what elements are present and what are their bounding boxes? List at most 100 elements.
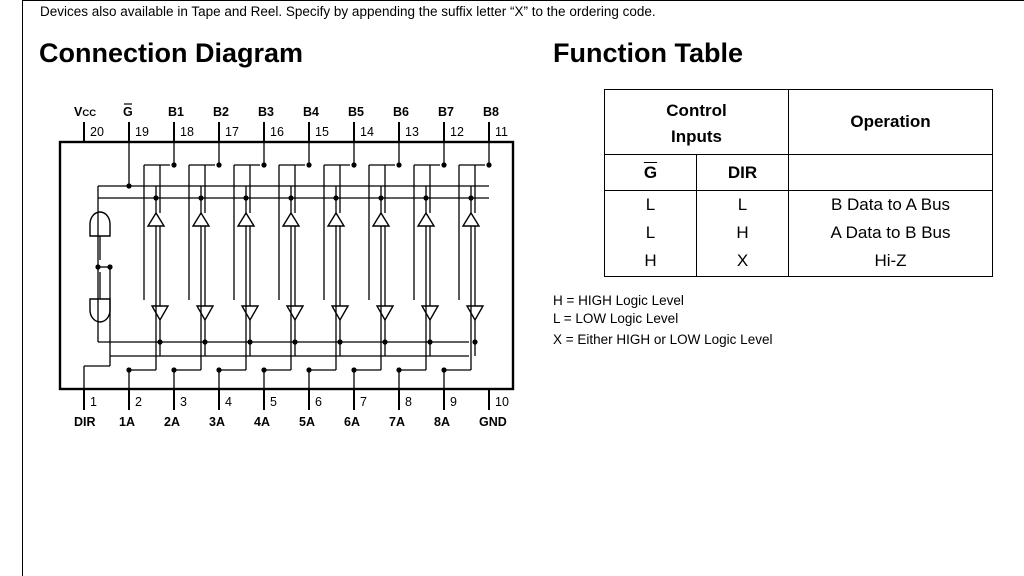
function-table-title: Function Table — [553, 38, 743, 68]
junction-dot — [107, 264, 113, 270]
legend-item: X = Either HIGH or LOW Logic Level — [553, 332, 773, 347]
and-gate-lower — [89, 298, 111, 323]
junction-dot — [292, 339, 298, 345]
pin-number-top: 15 — [315, 125, 329, 139]
buffer-up — [281, 211, 301, 227]
buffer-up — [236, 211, 256, 227]
buffer-down — [465, 305, 485, 322]
table-cell-dir: H — [696, 218, 789, 247]
g-header: G — [604, 154, 697, 191]
pin-label-top: VCC — [74, 105, 96, 119]
frame-left-rule — [22, 0, 23, 576]
chip-body — [58, 140, 515, 391]
pin-number-bottom: 5 — [270, 395, 277, 409]
buffer-down — [375, 305, 395, 322]
logic-level-legend: H = HIGH Logic Level L = LOW Logic Level… — [553, 292, 772, 349]
pin-label-part: CC — [82, 108, 96, 119]
junction-dot — [396, 162, 402, 168]
pin-label-bottom: 3A — [209, 415, 225, 429]
junction-dot — [351, 162, 357, 168]
buffer-down — [150, 305, 170, 322]
pin-label-top: G — [123, 105, 133, 119]
buffer-down — [420, 305, 440, 322]
junction-dot — [157, 339, 163, 345]
pin-number-bottom: 8 — [405, 395, 412, 409]
table-cell-g: L — [604, 190, 697, 219]
pin-number-bottom: 3 — [180, 395, 187, 409]
pin-number-top: 11 — [495, 125, 508, 139]
pin-label-bottom: DIR — [74, 415, 96, 429]
junction-dot — [472, 339, 478, 345]
control-header-line2: Inputs — [604, 120, 789, 155]
pin-label-top: B4 — [303, 105, 319, 119]
diagram-circuit — [58, 122, 515, 410]
junction-dot — [153, 195, 159, 201]
junction-dot — [351, 367, 357, 373]
function-table: Control Operation Inputs G DIR L L B Dat… — [604, 89, 993, 277]
junction-dot — [126, 367, 132, 373]
buffer-up — [191, 211, 211, 227]
pin-number-top: 12 — [450, 125, 464, 139]
buffer-down — [195, 305, 215, 322]
junction-dot — [261, 162, 267, 168]
pin-label-part: V — [74, 105, 83, 119]
pin-number-bottom: 7 — [360, 395, 367, 409]
pin-label-top: B5 — [348, 105, 364, 119]
junction-dot — [261, 367, 267, 373]
buffer-up — [371, 211, 391, 227]
pin-label-bottom: GND — [479, 415, 507, 429]
pin-label-bottom: 5A — [299, 415, 315, 429]
pin-number-top: 20 — [90, 125, 104, 139]
pin-number-top: 18 — [180, 125, 194, 139]
junction-dot — [171, 162, 177, 168]
pin-number-bottom: 10 — [495, 395, 509, 409]
pin-label-top: B8 — [483, 105, 499, 119]
frame-top-rule — [22, 0, 1024, 1]
table-cell-g: L — [604, 218, 697, 247]
pin-label-top: B3 — [258, 105, 274, 119]
table-cell-operation: B Data to A Bus — [788, 190, 993, 219]
junction-dot — [486, 162, 492, 168]
junction-dot — [427, 339, 433, 345]
connection-diagram-title: Connection Diagram — [39, 38, 304, 68]
pin-label-bottom: 6A — [344, 415, 360, 429]
junction-dot — [198, 195, 204, 201]
pin-number-top: 17 — [225, 125, 239, 139]
buffer-down — [285, 305, 305, 322]
junction-dot — [382, 339, 388, 345]
pin-number-bottom: 2 — [135, 395, 142, 409]
pin-number-bottom: 1 — [90, 395, 97, 409]
pin-label-bottom: 1A — [119, 415, 135, 429]
junction-dot — [243, 195, 249, 201]
junction-dot — [378, 195, 384, 201]
junction-dot — [247, 339, 253, 345]
junction-dot — [95, 264, 101, 270]
pin-number-bottom: 4 — [225, 395, 232, 409]
buffer-up — [461, 211, 481, 227]
junction-dot — [202, 339, 208, 345]
junction-dot — [423, 195, 429, 201]
pin-label-top: B2 — [213, 105, 229, 119]
table-cell-operation: A Data to B Bus — [788, 218, 993, 247]
junction-dot — [396, 367, 402, 373]
pin-number-bottom: 9 — [450, 395, 457, 409]
pin-label-bottom: 8A — [434, 415, 450, 429]
buffer-up — [416, 211, 436, 227]
pin-label-bottom: 4A — [254, 415, 270, 429]
junction-dot — [171, 367, 177, 373]
table-cell-dir: X — [696, 246, 789, 277]
buffer-up — [146, 211, 166, 227]
buffer-down — [240, 305, 260, 322]
pin-number-top: 13 — [405, 125, 419, 139]
dir-header: DIR — [696, 154, 789, 191]
pin-number-top: 19 — [135, 125, 149, 139]
junction-dot — [306, 367, 312, 373]
pin-label-top: B6 — [393, 105, 409, 119]
table-cell-g: H — [604, 246, 697, 277]
control-header-line1: Control — [604, 89, 789, 121]
table-cell-dir: L — [696, 190, 789, 219]
junction-dot — [468, 195, 474, 201]
pin-label-top: B7 — [438, 105, 454, 119]
pin-number-top: 14 — [360, 125, 374, 139]
buffer-up — [326, 211, 346, 227]
